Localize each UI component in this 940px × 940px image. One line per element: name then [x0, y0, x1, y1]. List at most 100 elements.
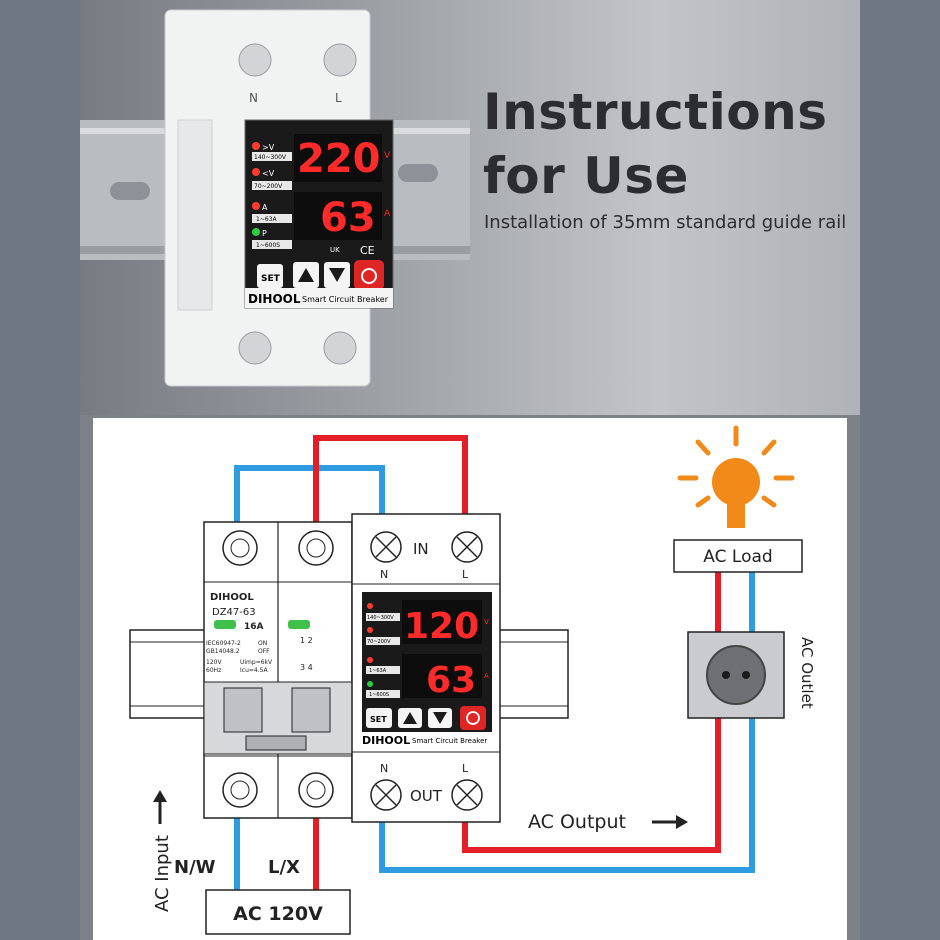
mcb-indicator-2: [288, 620, 310, 629]
left-margin: [0, 0, 80, 940]
terminal-screw-icon: [323, 331, 357, 365]
diag-set-label: SET: [370, 715, 387, 724]
ac-120v-label: AC 120V: [233, 903, 323, 925]
mcb-toggle-2: [291, 687, 331, 733]
diag-term-l-bot: L: [462, 762, 469, 775]
photo-unit-v: V: [384, 151, 391, 161]
terminal-screw-icon: [238, 43, 272, 77]
right-margin: [860, 0, 940, 940]
photo-set-button: [257, 264, 283, 288]
ac-outlet-label: AC Outlet: [798, 637, 816, 709]
photo-ce: CE: [360, 244, 375, 257]
photo-brand: DIHOOL: [248, 292, 301, 306]
terminal-screw-icon: [451, 779, 483, 811]
heading-subtitle: Installation of 35mm standard guide rail: [484, 212, 847, 233]
up-arrow-icon: [403, 712, 417, 724]
photo-current-readout: 63: [320, 195, 376, 241]
device-photo: N L >V <V A P 140~300V 70~200V 1~63A 1~6…: [164, 9, 394, 387]
photo-range-uv: 70~200V: [254, 183, 283, 190]
photo-ind-uv: <V: [262, 169, 275, 178]
outlet-icon: [687, 631, 785, 719]
mcb-model: DZ47-63: [212, 607, 256, 618]
mcb-pins-top: 1 2: [300, 636, 313, 645]
photo-term-l: L: [335, 91, 342, 105]
photo-range-ov: 140~300V: [254, 154, 287, 161]
photo-ind-ov: >V: [262, 143, 275, 152]
ac-load-label: AC Load: [703, 547, 772, 567]
diag-power-button: [460, 706, 486, 730]
label-out: OUT: [410, 787, 443, 805]
diag-voltage-readout: 120: [404, 606, 479, 647]
diag-model: Smart Circuit Breaker: [412, 737, 487, 745]
diag-term-n-bot: N: [380, 762, 388, 775]
mcb-on: ON: [258, 640, 267, 647]
terminal-screw-icon: [370, 779, 402, 811]
diag-range-p: 1~600S: [369, 692, 389, 698]
terminal-screw-icon: [238, 331, 272, 365]
photo-range-a: 1~63A: [256, 216, 277, 223]
label-nw: N/W: [174, 857, 216, 878]
mcb-brand: DIHOOL: [210, 592, 254, 603]
heading-line-1: Instructions: [483, 83, 828, 141]
label-lx: L/X: [268, 857, 300, 878]
down-arrow-icon: [329, 268, 345, 282]
mcb-freq: 60Hz: [206, 667, 221, 674]
arrow-up-icon: [153, 790, 167, 824]
mcb-uimp: Uimp=6kV: [240, 659, 273, 666]
mcb-pins-bot: 3 4: [300, 663, 313, 672]
wiring: [234, 435, 755, 890]
lamp-icon: [677, 425, 795, 528]
diag-brand: DIHOOL: [362, 734, 410, 747]
wire-output-n: [379, 718, 755, 873]
wire-live-mcb-to-in: [313, 435, 468, 522]
ac-input-label: AC Input: [152, 835, 173, 912]
photo-power-button: [354, 260, 384, 290]
mcb-std1: IEC60947-2: [206, 640, 241, 647]
photo-ukca: UK: [330, 246, 340, 254]
up-arrow-icon: [298, 268, 314, 282]
diag-range-a: 1~63A: [369, 668, 387, 674]
power-icon: [466, 711, 480, 725]
diag-set-button: [366, 708, 392, 728]
terminal-screw-icon: [370, 531, 402, 563]
ac-120v-box: AC 120V: [205, 889, 351, 935]
diag-term-n-top: N: [380, 568, 388, 581]
diag-range-ov: 140~300V: [367, 615, 394, 621]
mcb-volt: 120V: [206, 659, 222, 666]
terminal-screw-icon: [222, 530, 258, 566]
diag-unit-a: A: [484, 672, 489, 680]
mcb-toggle-1: [223, 687, 263, 733]
mcb-off: OFF: [258, 648, 270, 655]
diag-current-readout: 63: [426, 660, 476, 701]
smart-breaker: IN N L 140~300V 70~200V 1~63A 1~600S 120…: [351, 513, 501, 823]
mcb-breaker: DIHOOL DZ47-63 16A IEC60947-2 GB14048.2 …: [203, 521, 353, 819]
photo-ind-p: P: [262, 229, 267, 238]
power-icon: [361, 268, 377, 284]
photo-range-p: 1~600S: [256, 242, 280, 249]
diag-term-l-top: L: [462, 568, 469, 581]
mcb-rating: 16A: [244, 622, 264, 632]
down-arrow-icon: [433, 712, 447, 724]
photo-unit-a: A: [384, 209, 391, 219]
wire-output-l: [462, 718, 721, 853]
ac-output-label: AC Output: [528, 811, 626, 833]
photo-term-n: N: [249, 91, 258, 105]
terminal-screw-icon: [323, 43, 357, 77]
diag-unit-v: V: [484, 618, 489, 626]
terminal-screw-icon: [298, 530, 334, 566]
terminal-screw-icon: [298, 772, 334, 808]
photo-voltage-readout: 220: [297, 136, 381, 182]
photo-ind-a: A: [262, 203, 268, 212]
mcb-std2: GB14048.2: [206, 648, 240, 655]
terminal-screw-icon: [451, 531, 483, 563]
heading-line-2: for Use: [483, 147, 689, 205]
ac-load-box: AC Load: [673, 539, 803, 573]
mcb-indicator: [214, 620, 236, 629]
photo-set-label: SET: [261, 274, 281, 284]
terminal-screw-icon: [222, 772, 258, 808]
arrow-right-icon: [652, 815, 688, 829]
mcb-icu: Icu=4.5A: [240, 667, 268, 674]
diag-range-uv: 70~200V: [367, 639, 391, 645]
wire-neutral-mcb-to-in: [234, 465, 385, 522]
